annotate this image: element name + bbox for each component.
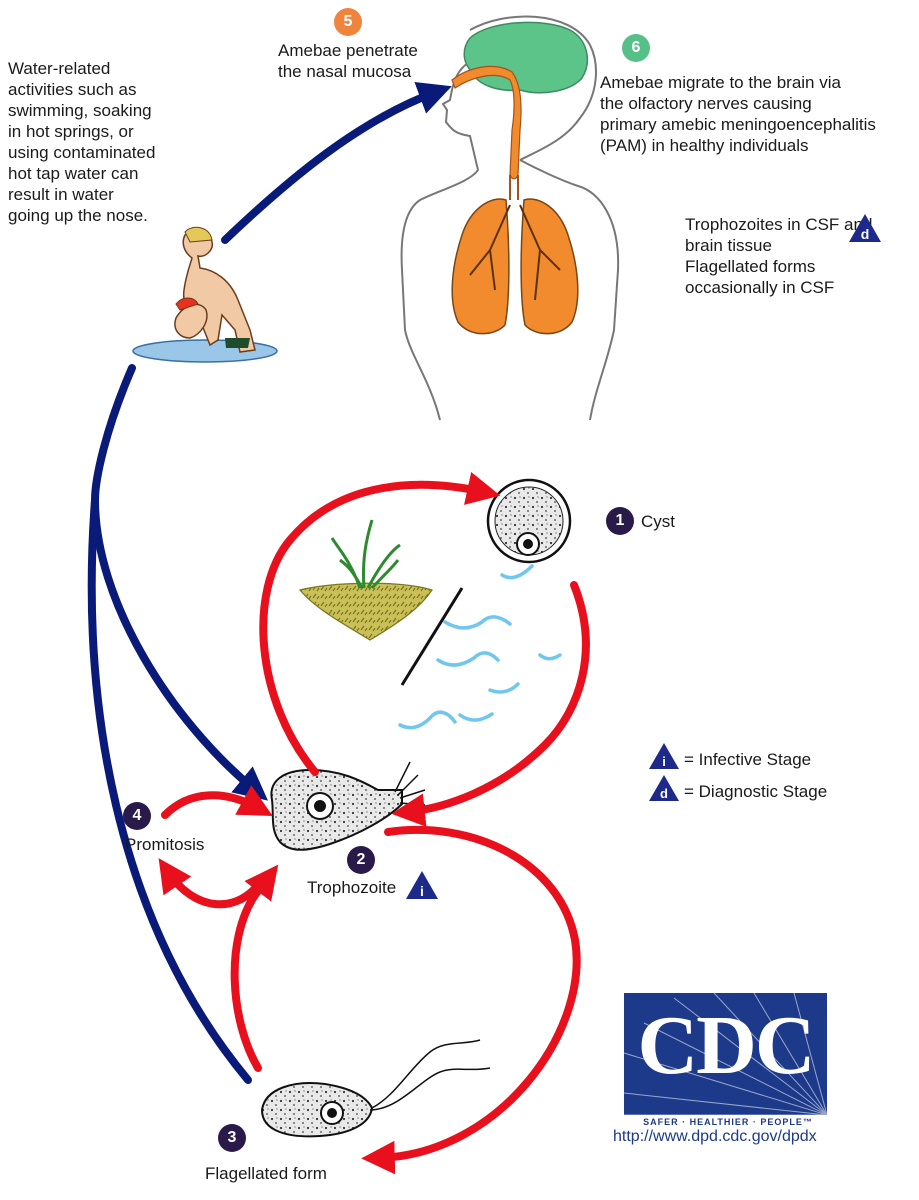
legend-diagnostic-icon: d — [649, 775, 679, 801]
water-note: Water-related activities such as swimmin… — [8, 58, 155, 226]
arrow-from-flagellate — [87, 496, 252, 1084]
cdc-logo-rays — [624, 993, 827, 1115]
step-2-badge: 2 — [347, 846, 375, 874]
csf-note: Trophozoites in CSF and brain tissue Fla… — [685, 214, 872, 298]
legend-infective-icon: i — [649, 743, 679, 769]
step-6-line: the olfactory nerves causing — [600, 94, 812, 113]
arrow-troph-to-flagellate — [361, 825, 581, 1175]
step-6-line: Amebae migrate to the brain via — [600, 73, 841, 92]
arrow-cyst-to-troph — [391, 581, 590, 827]
legend-infective-marker: i — [662, 754, 666, 769]
nasal-airway — [451, 65, 522, 180]
step-1-label: Cyst — [641, 512, 675, 531]
diagnostic-marker-text: d — [861, 226, 870, 242]
step-3-label: Flagellated form — [205, 1164, 327, 1183]
csf-note-line: Flagellated forms — [685, 257, 816, 276]
csf-note-line: Trophozoites in CSF and — [685, 215, 873, 234]
flagellated-form-illustration — [260, 1039, 491, 1138]
arrow-troph-to-cyst — [259, 472, 501, 776]
diagnostic-stage-icon: d — [849, 214, 881, 242]
arrow-to-nose — [221, 82, 452, 244]
water-waves — [398, 564, 562, 730]
arrow-flagellate-to-troph — [230, 864, 279, 1072]
arrow-promitosis-bottom — [158, 858, 266, 909]
water-note-line: going up the nose. — [8, 206, 148, 225]
step-5-line: the nasal mucosa — [278, 62, 412, 81]
brain-shape — [463, 21, 589, 94]
infective-marker-text: i — [420, 883, 424, 899]
step-2-label: Trophozoite — [307, 878, 397, 897]
legend-diagnostic-marker: d — [660, 786, 668, 801]
step-6-line: primary amebic meningoencephalitis — [600, 115, 876, 134]
left-lung — [451, 198, 510, 335]
cdc-logo: CDC — [624, 993, 827, 1115]
step-6-text: Amebae migrate to the brain via the olfa… — [600, 72, 876, 156]
water-note-line: Water-related — [8, 59, 111, 78]
step-6-badge: 6 — [622, 34, 650, 62]
step-4-badge: 4 — [123, 802, 151, 830]
step-1-badge: 1 — [606, 507, 634, 535]
bather-illustration — [132, 226, 278, 363]
red-arrows — [158, 472, 590, 1175]
legend-infective-label: = Infective Stage — [684, 750, 812, 769]
step-5-badge: 5 — [334, 8, 362, 36]
water-note-line: in hot springs, or — [8, 122, 134, 141]
csf-note-line: brain tissue — [685, 236, 772, 255]
divider-line — [400, 587, 464, 686]
infective-stage-icon: i — [406, 871, 438, 899]
water-note-line: using contaminated — [8, 143, 156, 162]
step-5-line: Amebae penetrate — [278, 41, 418, 60]
soil-and-plant — [298, 519, 433, 641]
cdc-url-link[interactable]: http://www.dpd.cdc.gov/dpdx — [613, 1128, 817, 1145]
trophozoite-illustration — [270, 761, 426, 851]
step-5-text: Amebae penetrate the nasal mucosa — [278, 40, 418, 82]
step-3-badge: 3 — [218, 1124, 246, 1152]
blue-arrows — [87, 82, 452, 1084]
water-note-line: activities such as — [8, 80, 137, 99]
water-note-line: hot tap water can — [8, 164, 139, 183]
right-lung — [520, 198, 579, 335]
arrow-promitosis-top — [161, 785, 273, 819]
step-6-line: (PAM) in healthy individuals — [600, 136, 809, 155]
arrow-from-bather — [90, 364, 268, 801]
water-note-line: swimming, soaking — [8, 101, 152, 120]
csf-note-line: occasionally in CSF — [685, 278, 835, 297]
cyst-illustration — [486, 478, 572, 564]
cdc-logo-letters: CDC — [637, 999, 816, 1092]
cdc-tagline: SAFER · HEALTHIER · PEOPLE™ — [643, 1117, 813, 1127]
water-note-line: result in water — [8, 185, 114, 204]
legend-diagnostic-label: = Diagnostic Stage — [684, 782, 828, 801]
step-4-label: Promitosis — [125, 835, 205, 854]
